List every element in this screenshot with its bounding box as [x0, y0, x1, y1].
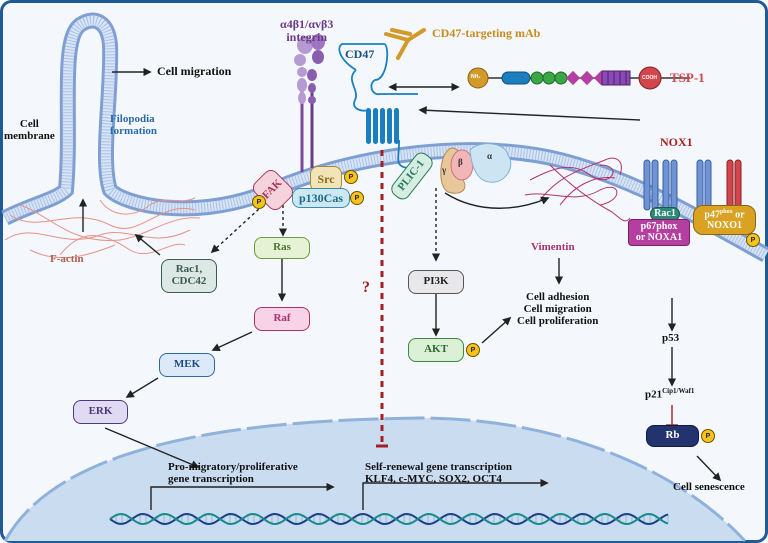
nuclear-envelope — [3, 416, 747, 543]
integrin-receptor — [294, 34, 325, 172]
cell-membrane-line1: Cell — [19, 118, 39, 130]
arrow-erk-nucleus — [104, 427, 200, 469]
cd47-mab-antibody — [384, 28, 426, 60]
pathway-arrows — [78, 67, 722, 510]
phospho-fak: P — [252, 195, 266, 209]
phospho-p130cas: P — [350, 191, 364, 205]
outcome-migration: Cell migration — [523, 303, 592, 316]
rac1-cdc42-line2: CDC42 — [171, 275, 207, 287]
arrow-rb-senescence — [696, 455, 722, 482]
dna-helix — [109, 512, 669, 526]
mek-node: MEK — [159, 353, 215, 377]
f-actin-label: F-actin — [50, 253, 84, 265]
p47-or: or — [732, 209, 745, 221]
erk-node: ERK — [73, 400, 128, 424]
self-renewal-line1: Self-renewal gene transcription — [365, 461, 513, 473]
p47-line2: NOXO1 — [707, 219, 742, 231]
pro-migratory-line1: Pro-migratory/proliferative — [168, 461, 298, 473]
cd47-label: CD47 — [345, 47, 375, 61]
vimentin-label: Vimentin — [531, 241, 575, 253]
cooh-label: COOH — [642, 75, 657, 81]
outcome-adhesion: Cell adhesion — [526, 291, 590, 303]
filopodia-line2: formation — [110, 125, 158, 138]
integrin-label: α4β1/αvβ3 integrin — [280, 17, 334, 45]
self-renewal-line2: KLF4, c-MYC, SOX2, OCT4 — [365, 473, 502, 486]
tsp1-label: TSP-1 — [670, 70, 705, 85]
mab-label: CD47-targeting mAb — [432, 26, 541, 40]
cell-membrane-label: Cell membrane — [4, 118, 55, 142]
beta-subunit-label: β — [458, 157, 463, 167]
rb-node: Rb — [646, 425, 699, 447]
arrow-akt-outcomes — [481, 316, 512, 344]
gamma-subunit-label: γ — [442, 165, 447, 175]
pro-migratory-label: Pro-migratory/proliferative gene transcr… — [168, 461, 298, 485]
p67phox-node: p67phox or NOXA1 — [628, 219, 690, 246]
phospho-src: P — [344, 170, 358, 184]
arrow-mek-erk — [125, 377, 159, 398]
p67-line2: or NOXA1 — [635, 231, 683, 243]
arrow-promigratory-transcription — [150, 482, 335, 510]
akt-node: AKT — [408, 338, 464, 362]
phospho-rb: P — [701, 429, 715, 443]
p130cas-node: p130Cas — [292, 188, 350, 208]
ras-node: Ras — [254, 237, 310, 259]
g-protein-trimer — [440, 143, 512, 194]
p47-line1: p47phox or — [704, 209, 744, 221]
p53-label: p53 — [662, 332, 680, 344]
p47-superscript: phox — [719, 208, 733, 215]
p47phox-node: p47phox or NOXO1 — [693, 205, 756, 235]
p21-text: p21 — [645, 388, 663, 401]
integrin-label-line1: α4β1/αvβ3 — [280, 17, 334, 31]
arrow-gprotein-vimentin — [444, 192, 550, 209]
rac1-cdc42-line1: Rac1, — [175, 263, 203, 276]
arrow-selfrenewal-transcription — [362, 478, 549, 510]
cell-membrane — [1, 12, 768, 263]
p67-line1: p67phox — [640, 221, 678, 232]
arrow-nox1-cd47 — [418, 106, 641, 121]
rac1-cdc42-node: Rac1, CDC42 — [161, 259, 217, 293]
filopodia-line1: Filopodia — [110, 113, 155, 125]
nucleus — [5, 418, 745, 541]
raf-node: Raf — [254, 307, 310, 331]
self-renewal-label: Self-renewal gene transcription KLF4, c-… — [365, 461, 512, 485]
vimentin-fibers — [524, 157, 631, 222]
cell-senescence-label: Cell senescence — [673, 481, 745, 493]
cell-outcomes-label: Cell adhesion Cell migration Cell prolif… — [517, 291, 598, 327]
nh2-label: NH₂ — [471, 74, 481, 80]
arrow-raf-mek — [211, 331, 253, 351]
p21-superscript: Cip1/Waf1 — [662, 387, 695, 395]
tsp1-protein — [467, 66, 690, 90]
cell-membrane-line2: membrane — [4, 130, 55, 143]
filopodia-label: Filopodia formation — [110, 113, 157, 137]
question-mark: ? — [362, 279, 370, 296]
arrow-rac1-factin — [134, 233, 161, 256]
dna-strand — [109, 512, 669, 526]
cell-migration-top-label: Cell migration — [157, 64, 232, 78]
f-actin-fibers — [4, 197, 201, 259]
dna-strand — [109, 512, 669, 526]
pro-migratory-line2: gene transcription — [168, 473, 254, 486]
pi3k-node: PI3K — [408, 270, 464, 294]
p47-text: p47 — [704, 209, 720, 221]
nox1-label: NOX1 — [660, 135, 693, 149]
phospho-akt: P — [466, 343, 480, 357]
integrin-label-line2: integrin — [286, 30, 328, 45]
alpha-subunit-label: α — [487, 151, 493, 161]
outcome-proliferation: Cell proliferation — [517, 315, 599, 328]
phospho-p47: P — [746, 233, 760, 247]
p21-label: p21Cip1/Waf1 — [645, 387, 695, 401]
